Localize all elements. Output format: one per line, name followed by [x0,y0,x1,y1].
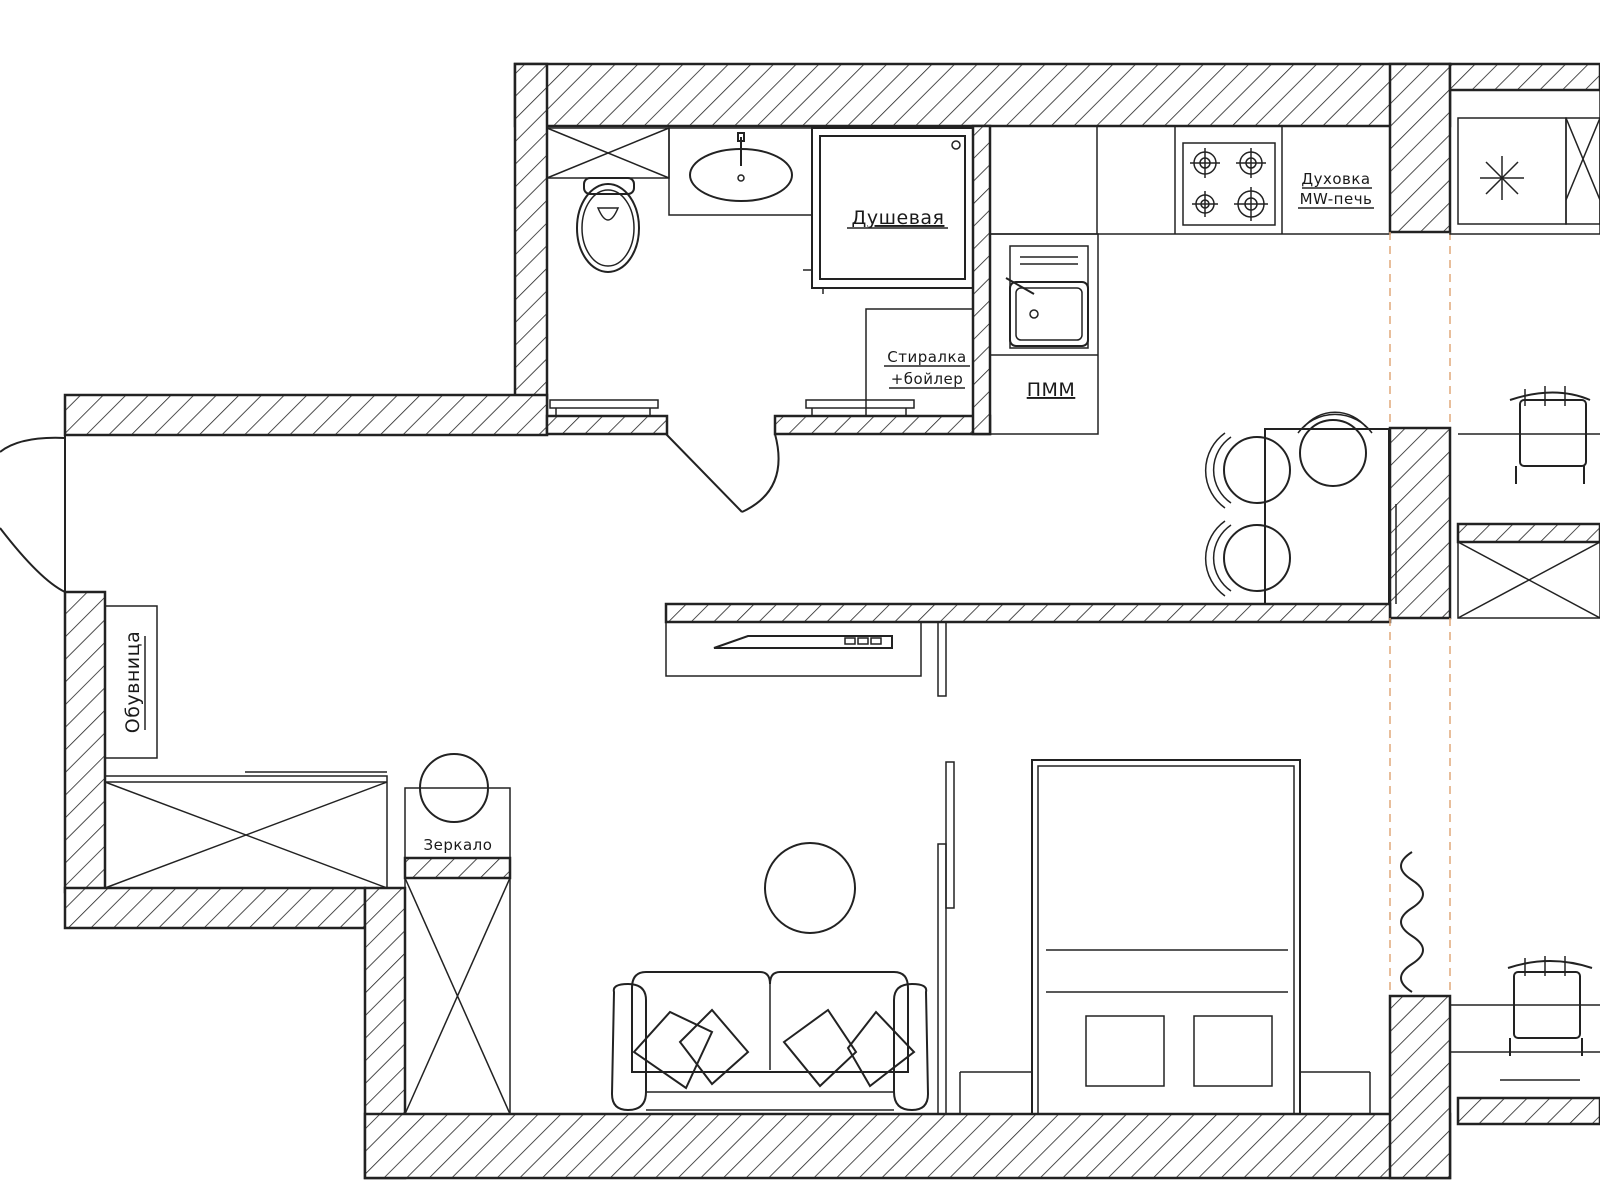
dining-table [1204,411,1390,605]
wall-bottom [363,1112,1452,1180]
wall-right-pier-lower [1388,994,1452,1180]
wall-hallway-partition [403,856,512,880]
hallway-console [665,621,922,677]
shoe-rack [104,605,158,759]
radiator-icon [1400,851,1424,993]
kitchen-sink-icon [1005,245,1089,349]
hob-icon [1182,142,1276,226]
toilet-icon [576,177,640,273]
wall-balcony-mid [1456,522,1600,544]
bathroom-door [665,433,780,513]
mirror-label: Зеркало [424,836,493,854]
round-coffee-table [764,842,856,934]
sofa-icon [610,971,930,1112]
dishwasher-label: ПММ [1027,379,1076,401]
oven-label-line2: MW-печь [1300,190,1373,208]
hallway-wardrobe [104,775,388,889]
wall-top-right [1388,62,1452,234]
bathroom: Душевая Стиралка +бойлер [546,127,974,513]
room-partition-lower [937,843,947,1115]
sink-icon [689,132,793,202]
balcony-chair-bottom [1507,956,1593,1056]
towel-rail-right [805,399,915,416]
room-partition-upper [945,761,955,909]
balcony [1449,89,1600,1081]
wall-bathroom-bottom-right [773,414,992,436]
washer-label-line1: Стиралка [887,348,967,366]
hallway: Обувница Зеркало [104,605,947,1115]
shoe-rack-label: Обувница [122,631,144,733]
wall-kitchen-bottom [664,602,1392,624]
towel-rail-left [549,399,659,416]
wall-bathroom-left [513,62,549,436]
kitchen: Духовка MW-печь ПММ [989,125,1397,605]
walls [63,62,1600,1180]
wall-right-pier-middle [1388,426,1452,620]
wall-corridor-upper-left [63,393,549,437]
wall-bathroom-bottom-left [545,414,669,436]
tall-wardrobe [404,877,511,1115]
shower-label: Душевая [852,207,945,229]
living-room [610,759,1424,1115]
balcony-chair-top [1509,386,1591,484]
shower-cabin: Душевая [803,127,974,294]
wall-balcony-bottom [1456,1096,1600,1126]
wall-balcony-top [1448,62,1600,92]
wall-top [513,62,1452,128]
bed-icon [1031,759,1301,1115]
oven-label-line1: Духовка [1301,170,1370,188]
wall-left-lower [63,590,107,894]
wall-bathroom-right [971,124,992,436]
window-lines [1389,232,1451,996]
washer-boiler: Стиралка +бойлер [865,308,974,417]
entrance-door [0,435,66,593]
kitchen-counter-side [989,233,1099,435]
wall-left-bottom-step [63,886,367,930]
kitchen-counter-top [989,125,1391,235]
washer-label-line2: +бойлер [891,370,964,388]
